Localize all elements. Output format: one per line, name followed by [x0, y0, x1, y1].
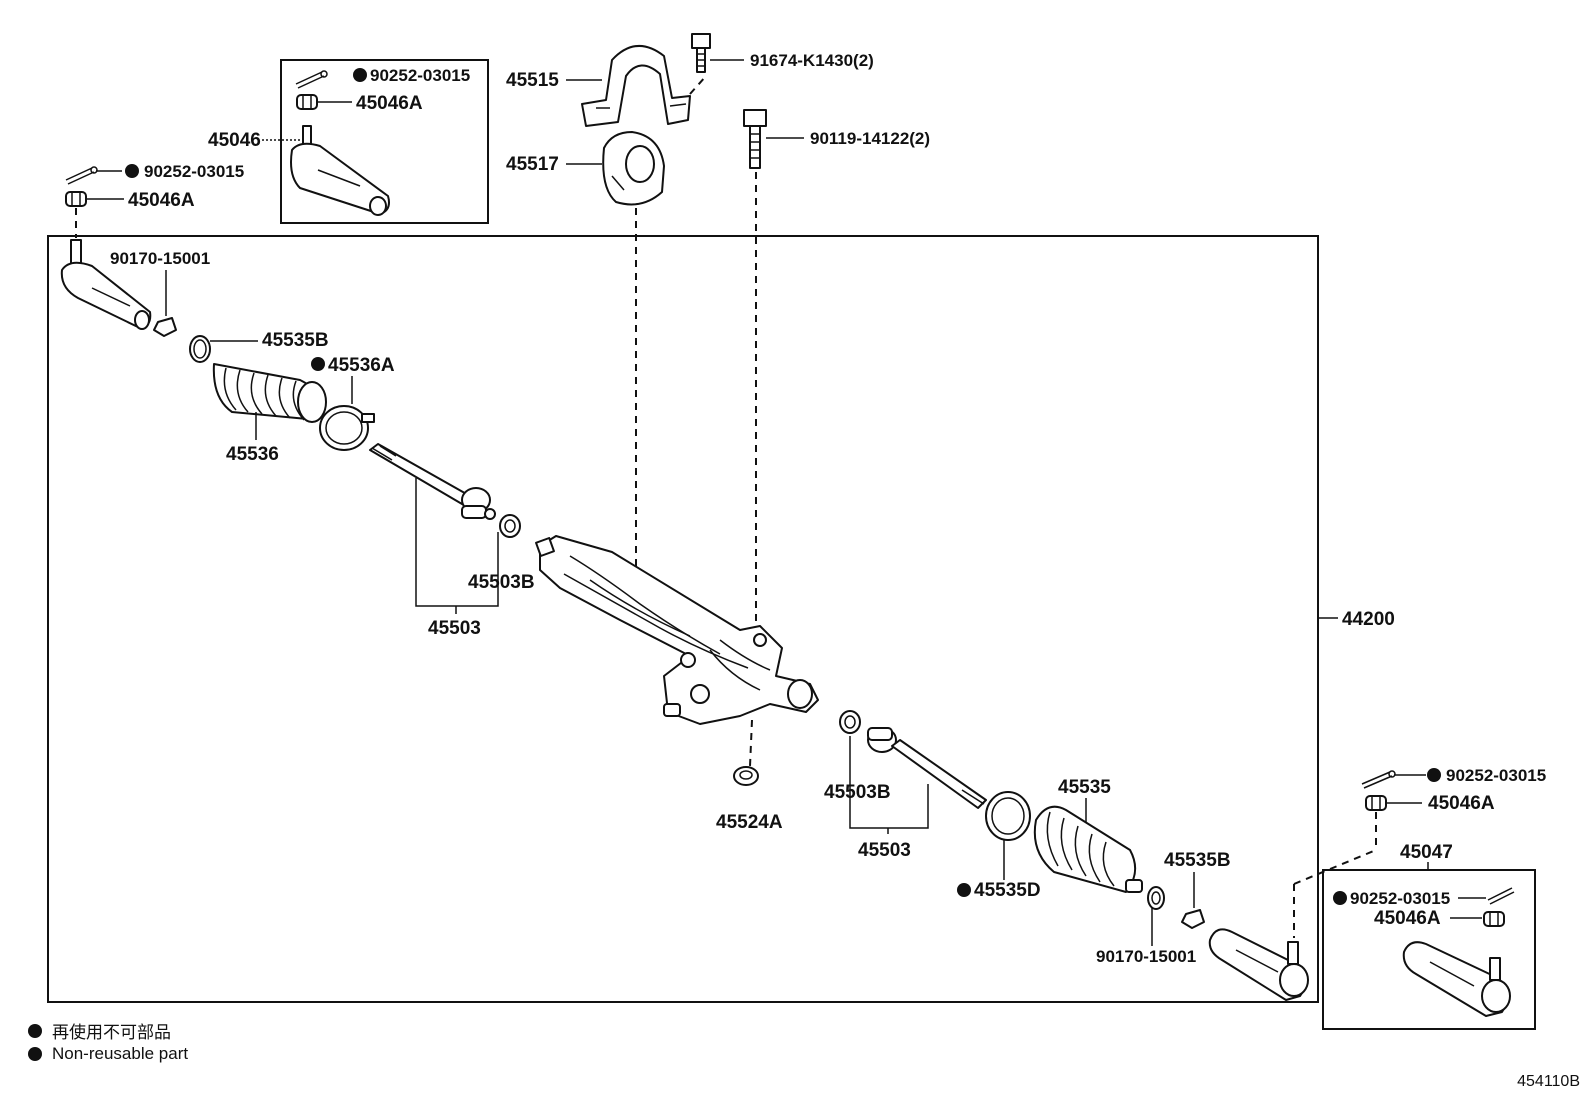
- legend-item-jp: 再使用不可部品: [28, 1018, 171, 1043]
- part-label-45515: 45515: [506, 70, 559, 91]
- part-label-91674-K1430: 91674-K1430(2): [750, 51, 874, 70]
- castle-nut-icon: [1483, 911, 1505, 927]
- bracket-icon: [581, 44, 691, 127]
- tie-rod-end-icon: [290, 125, 390, 216]
- part-label-45503: 45503: [428, 618, 481, 639]
- assembly-frame-44200: [47, 235, 1319, 1003]
- part-label-45503B: 45503B: [824, 782, 891, 803]
- lock-washer-icon: [499, 514, 521, 538]
- boot-clamp-icon: [1147, 886, 1165, 910]
- inner-tie-rod-icon: [867, 727, 987, 809]
- cotter-pin-icon: [1487, 887, 1515, 905]
- part-label-45046A: 45046A: [1428, 793, 1495, 814]
- nut-icon: [1181, 909, 1205, 929]
- non-reusable-marker: [957, 883, 971, 897]
- part-label-90170-15001: 90170-15001: [1096, 947, 1196, 966]
- inner-tie-rod-icon: [369, 443, 496, 520]
- part-label-45536A: 45536A: [328, 355, 395, 376]
- part-label-45047: 45047: [1400, 842, 1453, 863]
- legend-item-en: Non-reusable part: [28, 1044, 188, 1064]
- bushing-icon: [602, 131, 665, 206]
- steering-rack-housing-icon: [535, 535, 819, 725]
- cotter-pin-icon: [295, 70, 328, 89]
- cotter-pin-icon: [1361, 770, 1396, 789]
- part-label-45536: 45536: [226, 444, 279, 465]
- part-label-44200: 44200: [1342, 609, 1395, 630]
- part-label-90252-03015: 90252-03015: [144, 162, 244, 181]
- cotter-pin-icon: [65, 166, 98, 185]
- non-reusable-marker: [1333, 891, 1347, 905]
- part-label-45046A: 45046A: [1374, 908, 1441, 929]
- diagram-reference-code: 454110B: [1517, 1073, 1580, 1090]
- boot-clamp-icon: [985, 791, 1031, 841]
- castle-nut-icon: [65, 191, 87, 207]
- part-label-45517: 45517: [506, 154, 559, 175]
- lock-washer-icon: [839, 710, 861, 734]
- legend-text-jp: 再使用不可部品: [52, 1023, 171, 1042]
- part-label-45535: 45535: [1058, 777, 1111, 798]
- part-label-45046A: 45046A: [128, 190, 195, 211]
- part-label-45535D: 45535D: [974, 880, 1041, 901]
- dust-seal-icon: [733, 766, 759, 786]
- bolt-icon: [743, 109, 767, 169]
- steering-boot-icon: [212, 363, 327, 423]
- part-label-45535B: 45535B: [1164, 850, 1231, 871]
- tie-rod-end-icon: [1208, 928, 1309, 1001]
- non-reusable-marker: [1427, 768, 1441, 782]
- part-label-90252-03015: 90252-03015: [370, 66, 470, 85]
- non-reusable-marker: [125, 164, 139, 178]
- part-label-90252-03015: 90252-03015: [1350, 889, 1450, 908]
- bolt-icon: [691, 33, 711, 73]
- steering-boot-icon: [1033, 805, 1143, 893]
- castle-nut-icon: [1365, 795, 1387, 811]
- castle-nut-icon: [296, 94, 318, 110]
- non-reusable-marker: [353, 68, 367, 82]
- part-label-45503: 45503: [858, 840, 911, 861]
- part-label-90170-15001: 90170-15001: [110, 249, 210, 268]
- non-reusable-marker: [28, 1047, 42, 1061]
- inset-box-45046: [280, 59, 489, 224]
- inset-box-45047: [1322, 869, 1536, 1030]
- part-label-90119-14122: 90119-14122(2): [810, 129, 930, 148]
- tie-rod-end-icon: [1402, 941, 1511, 1017]
- non-reusable-marker: [28, 1023, 42, 1038]
- part-label-45503B: 45503B: [468, 572, 535, 593]
- non-reusable-marker: [311, 357, 325, 371]
- legend-text-en: Non-reusable part: [52, 1044, 189, 1063]
- nut-icon: [153, 317, 177, 337]
- boot-clamp-icon: [189, 335, 211, 363]
- boot-clamp-icon: [319, 405, 375, 451]
- part-label-45046: 45046: [208, 130, 261, 151]
- part-label-90252-03015: 90252-03015: [1446, 766, 1546, 785]
- part-label-45535B: 45535B: [262, 330, 329, 351]
- part-label-45046A: 45046A: [356, 93, 423, 114]
- tie-rod-end-icon: [60, 239, 152, 330]
- part-label-45524A: 45524A: [716, 812, 783, 833]
